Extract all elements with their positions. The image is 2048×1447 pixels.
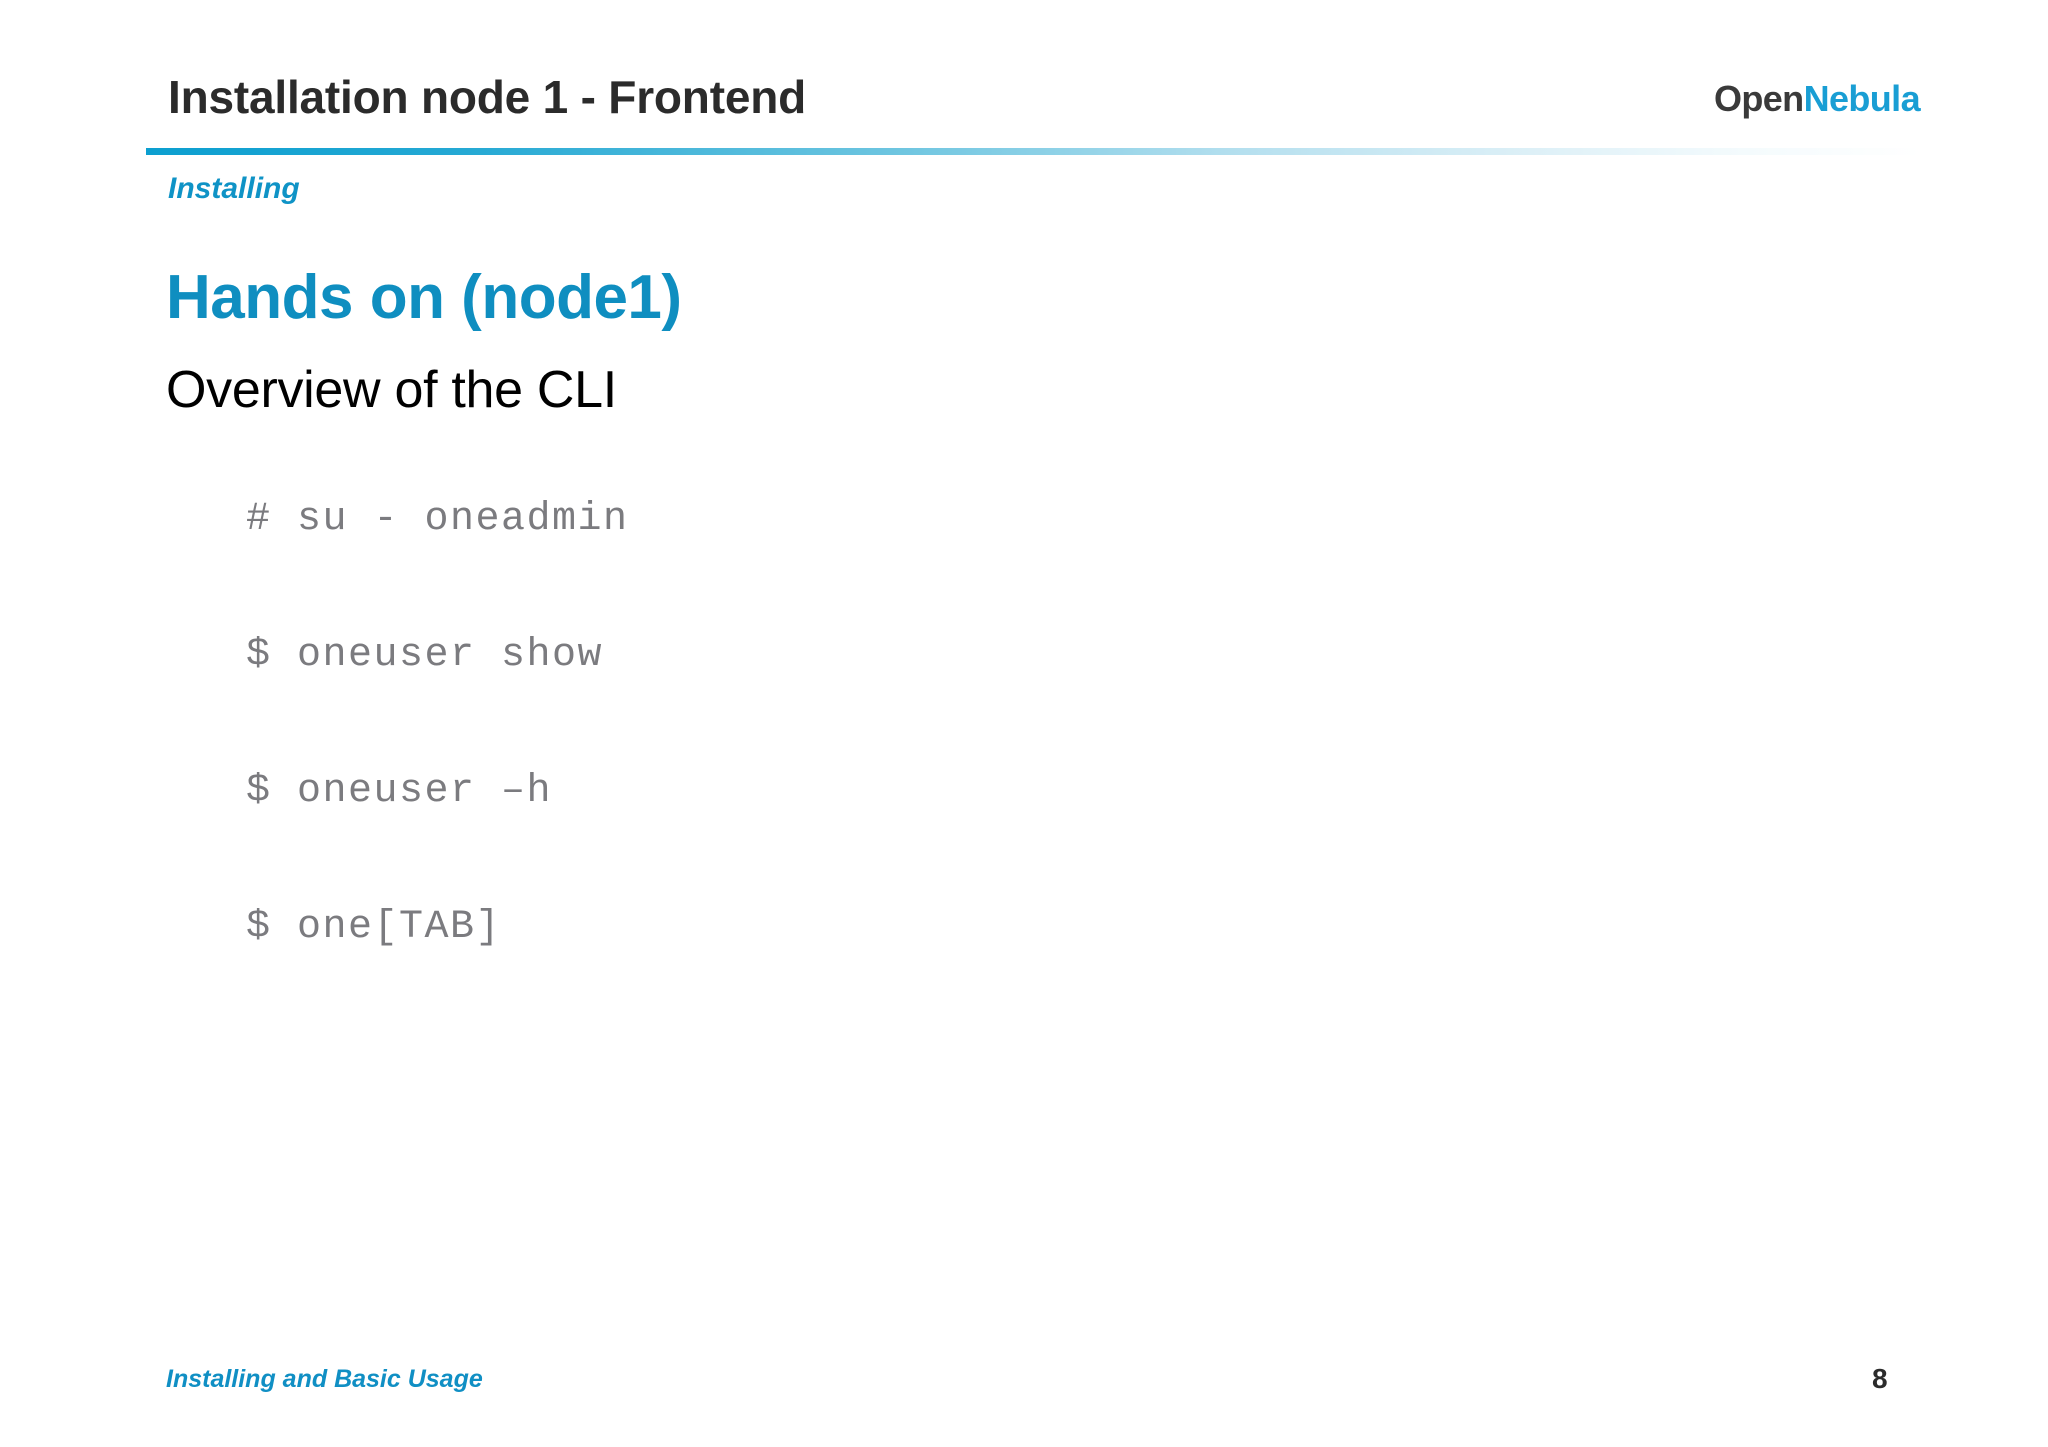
page-title: Installation node 1 - Frontend <box>168 71 807 123</box>
code-line: $ one[TAB] <box>246 905 502 950</box>
logo-text-open: Open <box>1713 78 1804 119</box>
section-label: Installing <box>168 172 300 205</box>
code-line: $ oneuser –h <box>246 769 553 814</box>
main-heading: Hands on (node1) <box>166 263 682 332</box>
code-line: # su - oneadmin <box>246 497 629 542</box>
logo-text-nebula: Nebula <box>1803 78 1921 119</box>
code-line: $ oneuser show <box>246 633 604 678</box>
sub-heading: Overview of the CLI <box>166 361 617 419</box>
page-number: 8 <box>1872 1363 1888 1394</box>
opennebula-logo: OpenNebula <box>1713 78 1921 120</box>
header-divider <box>146 148 1922 155</box>
code-block: # su - oneadmin $ oneuser show $ oneuser… <box>246 500 1646 948</box>
footer-label: Installing and Basic Usage <box>166 1365 483 1393</box>
